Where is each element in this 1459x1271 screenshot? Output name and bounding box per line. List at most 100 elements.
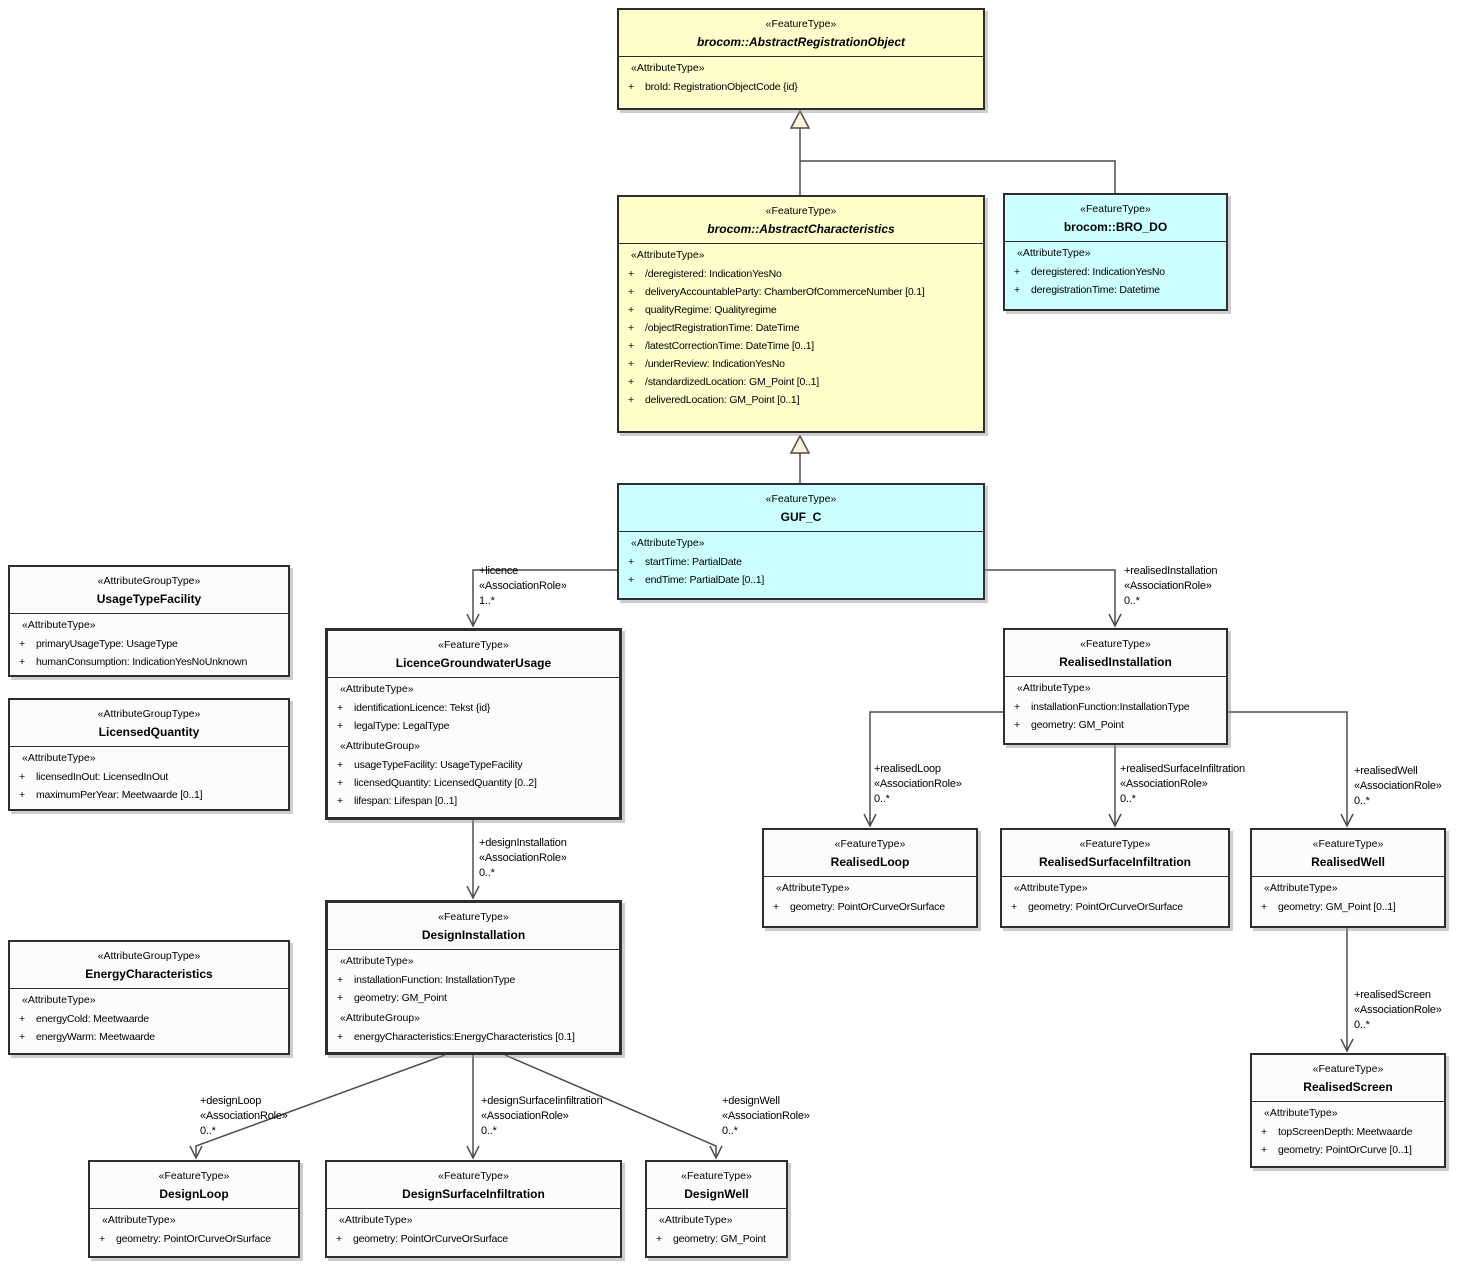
section-label: «AttributeType» [659,1214,733,1226]
stereotype: «FeatureType» [1079,838,1151,850]
attribute-row: +startTime: PartialDate [623,553,979,571]
role-stereotype: «AssociationRole» [479,852,567,864]
class-realised-loop[interactable]: «FeatureType» RealisedLoop «AttributeTyp… [762,828,978,928]
visibility: + [628,394,634,406]
section-label: «AttributeType» [1017,247,1091,259]
multiplicity: 0..* [200,1125,216,1137]
class-realised-installation[interactable]: «FeatureType» RealisedInstallation «Attr… [1003,628,1228,745]
role-name: +realisedSurfaceInfiltration [1120,763,1245,775]
association-label-realised-surface-infiltration: +realisedSurfaceInfiltration «Associatio… [1120,762,1245,807]
attribute-row: +geometry: PointOrCurveOrSurface [331,1230,616,1248]
section-label: «AttributeType» [631,249,705,261]
class-guf-c[interactable]: «FeatureType» GUF_C «AttributeType» +sta… [617,483,985,600]
class-design-well[interactable]: «FeatureType» DesignWell «AttributeType»… [645,1160,788,1258]
attribute-text: /deregistered: IndicationYesNo [645,268,782,280]
class-name: LicenceGroundwaterUsage [395,656,552,670]
attribute-text: broId: RegistrationObjectCode {id} [645,81,798,93]
generalization-line-bro-do[interactable] [800,160,1116,193]
generalization-arrowhead-guf-c [789,434,811,454]
visibility: + [337,759,343,771]
class-realised-surface-infiltration[interactable]: «FeatureType» RealisedSurfaceInfiltratio… [1000,828,1230,928]
association-label-realised-loop: +realisedLoop «AssociationRole» 0..* [874,762,962,807]
attribute-section: «AttributeType» +geometry: GM_Point [647,1209,786,1252]
class-name: RealisedWell [1311,855,1385,869]
visibility: + [19,638,25,650]
attribute-text: /latestCorrectionTime: DateTime [0..1] [645,340,815,352]
association-arrowhead-realised-loop [863,813,877,828]
attribute-row: +geometry: PointOrCurveOrSurface [1006,898,1224,916]
attribute-text: legalType: LegalType [354,720,450,732]
class-realised-well[interactable]: «FeatureType» RealisedWell «AttributeTyp… [1250,828,1446,928]
attribute-text: qualityRegime: Qualityregime [645,304,777,316]
class-name: DesignSurfaceInfiltration [402,1187,545,1201]
attribute-text: usageTypeFacility: UsageTypeFacility [354,759,523,771]
stereotype: «FeatureType» [765,493,837,505]
attribute-section: «AttributeType» +primaryUsageType: Usage… [10,614,288,675]
role-stereotype: «AssociationRole» [481,1110,569,1122]
class-bro-do[interactable]: «FeatureType» brocom::BRO_DO «AttributeT… [1003,193,1228,311]
role-stereotype: «AssociationRole» [1354,1004,1442,1016]
role-name: +designSurfaceIinfiltration [481,1095,603,1107]
attribute-row: +/underReview: IndicationYesNo [623,355,979,373]
section-label: «AttributeType» [340,683,414,695]
visibility: + [628,268,634,280]
attribute-text: humanConsumption: IndicationYesNoUnknown [36,656,248,668]
class-design-surface-infiltration[interactable]: «FeatureType» DesignSurfaceInfiltration … [325,1160,622,1258]
class-name: GUF_C [780,510,822,524]
association-arrowhead-realised-well [1340,813,1354,828]
attribute-row: + qualityRegime: Qualityregime [623,301,979,319]
class-header: «FeatureType» brocom::AbstractCharacteri… [619,197,983,244]
class-header: «FeatureType» DesignSurfaceInfiltration [327,1162,620,1209]
stereotype: «FeatureType» [1312,838,1384,850]
multiplicity: 0..* [1124,595,1140,607]
section-label: «AttributeType» [1264,1107,1338,1119]
attribute-text: deregistrationTime: Datetime [1031,284,1160,296]
attribute-row: +geometry: PointOrCurveOrSurface [94,1230,294,1248]
role-name: +designInstallation [479,837,567,849]
stereotype: «FeatureType» [765,18,837,30]
class-abstract-registration-object[interactable]: «FeatureType» brocom::AbstractRegistrati… [617,8,985,110]
attribute-text: identificationLicence: Tekst {id} [354,702,491,714]
attribute-row: +geometry: GM_Point [651,1230,782,1248]
visibility: + [628,304,634,316]
attribute-section: «AttributeType» +geometry: PointOrCurveO… [1002,877,1228,920]
attribute-section: «AttributeType» +energyCold: Meetwaarde … [10,989,288,1050]
attribute-row: +installationFunction:InstallationType [1009,698,1222,716]
attribute-text: installationFunction:InstallationType [1031,701,1190,713]
visibility: + [1261,1126,1267,1138]
role-stereotype: «AssociationRole» [200,1110,288,1122]
attribute-row: +humanConsumption: IndicationYesNoUnknow… [14,653,284,671]
attribute-row: +geometry: PointOrCurveOrSurface [768,898,972,916]
visibility: + [337,720,343,732]
visibility: + [628,286,634,298]
attribute-text: primaryUsageType: UsageType [36,638,178,650]
attribute-row: + topScreenDepth: Meetwaarde [1256,1123,1440,1141]
attribute-row: +broId: RegistrationObjectCode {id} [623,78,979,96]
section-label: «AttributeGroup» [340,1012,420,1024]
class-licensed-quantity[interactable]: «AttributeGroupType» LicensedQuantity «A… [8,698,290,811]
class-header: «FeatureType» RealisedLoop [764,830,976,877]
attribute-row: + primaryUsageType: UsageType [14,635,284,653]
multiplicity: 0..* [479,867,495,879]
attribute-text: topScreenDepth: Meetwaarde [1278,1126,1413,1138]
class-licence-groundwater-usage[interactable]: «FeatureType» LicenceGroundwaterUsage «A… [325,628,622,820]
class-name: brocom::AbstractCharacteristics [707,222,895,236]
class-energy-characteristics[interactable]: «AttributeGroupType» EnergyCharacteristi… [8,940,290,1055]
attribute-row: +installationFunction: InstallationType [332,971,615,989]
role-name: +realisedScreen [1354,989,1431,1001]
attribute-text: energyWarm: Meetwaarde [36,1031,155,1043]
class-design-loop[interactable]: «FeatureType» DesignLoop «AttributeType»… [88,1160,300,1258]
attribute-text: geometry: GM_Point [0..1] [1278,901,1396,913]
attribute-row: +geometry: GM_Point [332,989,615,1007]
association-line-realised-well[interactable] [1228,711,1348,826]
visibility: + [1014,284,1020,296]
class-design-installation[interactable]: «FeatureType» DesignInstallation «Attrib… [325,900,622,1055]
class-usage-type-facility[interactable]: «AttributeGroupType» UsageTypeFacility «… [8,565,290,677]
attribute-row: +/objectRegistrationTime: DateTime [623,319,979,337]
multiplicity: 0..* [1354,795,1370,807]
attribute-section: «AttributeType» +licensedInOut: Licensed… [10,747,288,808]
association-line-realised-installation[interactable] [985,569,1116,626]
class-abstract-characteristics[interactable]: «FeatureType» brocom::AbstractCharacteri… [617,195,985,433]
class-realised-screen[interactable]: «FeatureType» RealisedScreen «AttributeT… [1250,1053,1446,1168]
